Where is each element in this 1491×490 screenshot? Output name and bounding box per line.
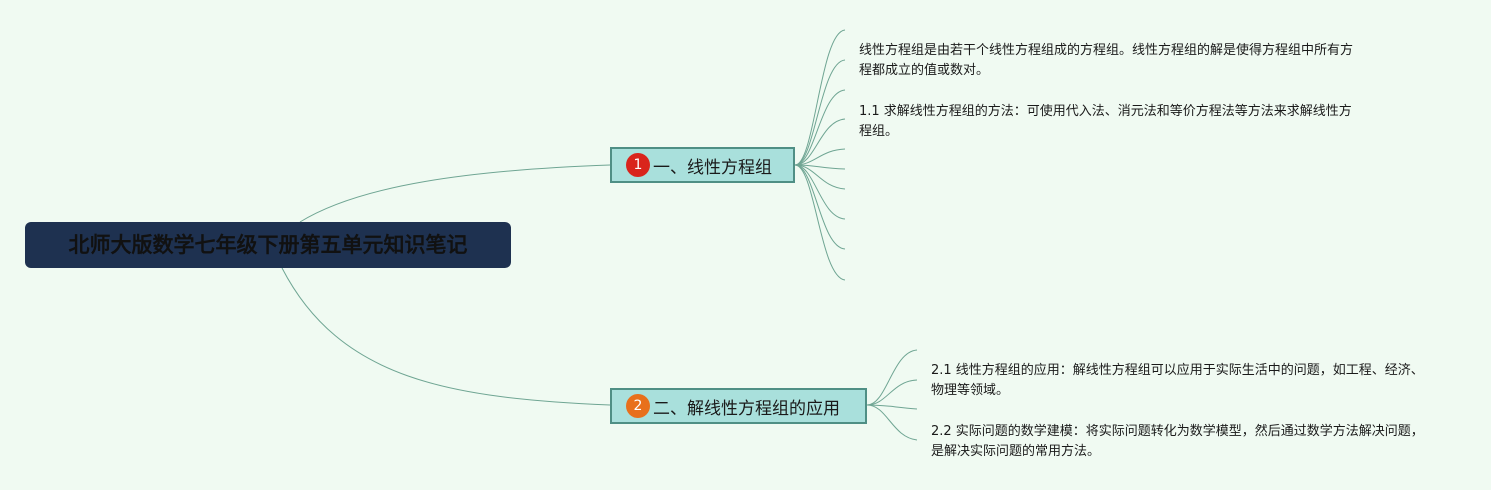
branch-2-fan-lines [866, 349, 918, 441]
root-to-branch-2-connector [281, 267, 611, 406]
priority-2-icon: 2 [626, 394, 650, 418]
branch-topic-label: 二、解线性方程组的应用 [653, 398, 840, 419]
subtopic-math-modeling[interactable]: 2.2 实际问题的数学建模：将实际问题转化为数学模型，然后通过数学方法解决问题，… [931, 424, 1424, 459]
branch-topic-linear-systems[interactable]: 1 一、线性方程组 [610, 147, 795, 183]
subtopic-solving-methods[interactable]: 1.1 求解线性方程组的方法：可使用代入法、消元法和等价方程法等方法来求解线性方… [859, 104, 1352, 139]
branch-topic-label: 一、线性方程组 [653, 157, 772, 178]
priority-1-icon: 1 [626, 153, 650, 177]
subtopic-definition[interactable]: 线性方程组是由若干个线性方程组成的方程组。线性方程组的解是使得方程组中所有方程都… [859, 43, 1354, 78]
branch-topic-applications[interactable]: 2 二、解线性方程组的应用 [610, 388, 867, 424]
subtopic-applications[interactable]: 2.1 线性方程组的应用：解线性方程组可以应用于实际生活中的问题，如工程、经济、… [931, 363, 1424, 398]
root-to-branch-1-connector [299, 164, 611, 223]
central-topic[interactable]: 北师大版数学七年级下册第五单元知识笔记 [25, 222, 511, 268]
branch-1-fan-lines [794, 29, 846, 281]
central-topic-label: 北师大版数学七年级下册第五单元知识笔记 [68, 233, 468, 257]
